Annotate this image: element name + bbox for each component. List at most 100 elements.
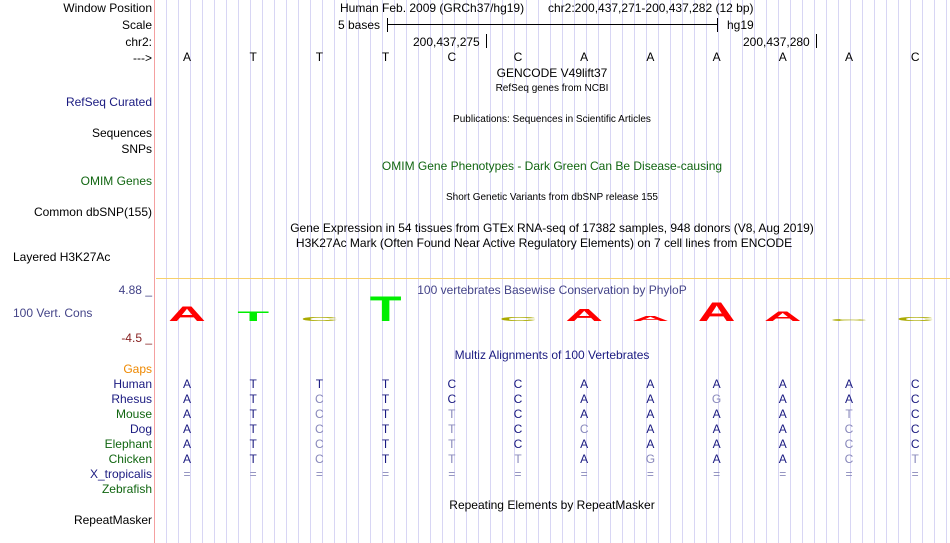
species-label-elephant[interactable]: Elephant xyxy=(104,437,152,451)
base-grid xyxy=(156,0,950,543)
sequences-label[interactable]: Sequences xyxy=(91,126,152,140)
aligned-base: T xyxy=(448,437,456,451)
aligned-base: A xyxy=(778,392,787,406)
aligned-base: A xyxy=(712,452,721,466)
aligned-base: C xyxy=(910,422,920,436)
snps-label[interactable]: SNPs xyxy=(121,142,152,156)
aligned-base: A xyxy=(580,437,589,451)
aligned-base: A xyxy=(778,407,787,421)
aligned-base: = xyxy=(646,467,654,481)
species-label-human[interactable]: Human xyxy=(113,377,152,391)
gaps-label[interactable]: Gaps xyxy=(123,362,152,376)
aligned-base: A xyxy=(580,407,589,421)
repeatmasker-label[interactable]: RepeatMasker xyxy=(73,513,152,527)
aligned-base: A xyxy=(778,437,787,451)
scale-bar-end xyxy=(717,18,718,32)
aligned-base: A xyxy=(778,452,787,466)
aligned-base: T xyxy=(249,392,257,406)
aligned-base: C xyxy=(447,377,457,391)
aligned-base: = xyxy=(249,467,257,481)
position-readout: chr2:200,437,271-200,437,282 (12 bp) xyxy=(548,1,754,15)
phylop-title: 100 vertebrates Basewise Conservation by… xyxy=(417,283,687,297)
aligned-base: C xyxy=(513,437,523,451)
aligned-base: A xyxy=(778,377,787,391)
logo-letter-a: A xyxy=(168,302,206,326)
species-label-chicken[interactable]: Chicken xyxy=(108,452,152,466)
base-2: T xyxy=(315,50,324,64)
aligned-base: C xyxy=(447,392,457,406)
aligned-base: C xyxy=(315,407,324,421)
aligned-base: T xyxy=(381,392,390,406)
base-11: C xyxy=(910,50,920,64)
publications-title: Publications: Sequences in Scientific Ar… xyxy=(453,114,651,125)
species-label-dog[interactable]: Dog xyxy=(129,422,152,436)
common-dbsnp-label[interactable]: Common dbSNP(155) xyxy=(33,205,152,219)
aligned-base: T xyxy=(448,422,456,436)
aligned-base: T xyxy=(249,407,257,421)
aligned-base: T xyxy=(381,377,390,391)
short-variants-title: Short Genetic Variants from dbSNP releas… xyxy=(446,192,658,203)
aligned-base: T xyxy=(448,407,456,421)
aligned-base: = xyxy=(514,467,522,481)
aligned-base: A xyxy=(844,377,853,391)
omim-phenotypes-title: OMIM Gene Phenotypes - Dark Green Can Be… xyxy=(381,159,723,173)
aligned-base: C xyxy=(315,437,324,451)
aligned-base: A xyxy=(712,422,721,436)
species-label-zebrafish[interactable]: Zebrafish xyxy=(101,482,152,496)
scale-bar xyxy=(387,24,717,25)
aligned-base: C xyxy=(579,422,589,436)
label-divider xyxy=(154,0,155,543)
base-8: A xyxy=(712,50,721,64)
species-label-mouse[interactable]: Mouse xyxy=(115,407,152,421)
aligned-base: C xyxy=(910,407,920,421)
aligned-base: C xyxy=(513,407,523,421)
aligned-base: = xyxy=(580,467,588,481)
base-9: A xyxy=(778,50,787,64)
species-label-rhesus[interactable]: Rhesus xyxy=(111,392,152,406)
omim-genes-label[interactable]: OMIM Genes xyxy=(80,174,152,188)
aligned-base: A xyxy=(712,437,721,451)
aligned-base: A xyxy=(646,407,655,421)
h3k27ac-title: H3K27Ac Mark (Often Found Near Active Re… xyxy=(295,236,793,250)
aligned-base: A xyxy=(778,422,787,436)
conservation-max: 4.88 _ xyxy=(118,283,152,297)
aligned-base: A xyxy=(580,377,589,391)
aligned-base: A xyxy=(646,437,655,451)
aligned-base: A xyxy=(580,392,589,406)
logo-letter-t: T xyxy=(370,290,402,329)
aligned-base: G xyxy=(711,392,722,406)
logo-letter-c: C xyxy=(830,319,868,322)
aligned-base: A xyxy=(182,437,191,451)
aligned-base: A xyxy=(182,407,191,421)
base-1: T xyxy=(249,50,257,64)
aligned-base: A xyxy=(712,407,721,421)
aligned-base: = xyxy=(779,467,787,481)
aligned-base: C xyxy=(513,422,523,436)
window-position-label: Window Position xyxy=(63,1,152,15)
aligned-base: C xyxy=(315,422,324,436)
aligned-base: T xyxy=(514,452,522,466)
aligned-base: = xyxy=(713,467,721,481)
strand-label[interactable]: ---> xyxy=(133,51,152,65)
aligned-base: C xyxy=(844,437,854,451)
aligned-base: T xyxy=(249,452,257,466)
aligned-base: = xyxy=(382,467,390,481)
base-10: A xyxy=(844,50,853,64)
aligned-base: = xyxy=(845,467,853,481)
base-4: C xyxy=(447,50,457,64)
aligned-base: = xyxy=(315,467,323,481)
aligned-base: A xyxy=(712,377,721,391)
aligned-base: = xyxy=(448,467,456,481)
coordinate-1: 200,437,275 xyxy=(413,35,480,49)
species-label-x_tropicalis[interactable]: X_tropicalis xyxy=(89,467,152,481)
aligned-base: T xyxy=(381,437,390,451)
refseq-curated-label[interactable]: RefSeq Curated xyxy=(65,95,152,109)
aligned-base: T xyxy=(448,452,456,466)
aligned-base: C xyxy=(910,437,920,451)
logo-letter-a: A xyxy=(764,309,802,324)
conservation-min: -4.5 _ xyxy=(121,331,152,345)
layered-h3k27ac-label[interactable]: Layered H3K27Ac xyxy=(13,250,111,264)
conservation-label[interactable]: 100 Vert. Cons xyxy=(13,306,93,320)
logo-letter-a: A xyxy=(632,314,670,323)
